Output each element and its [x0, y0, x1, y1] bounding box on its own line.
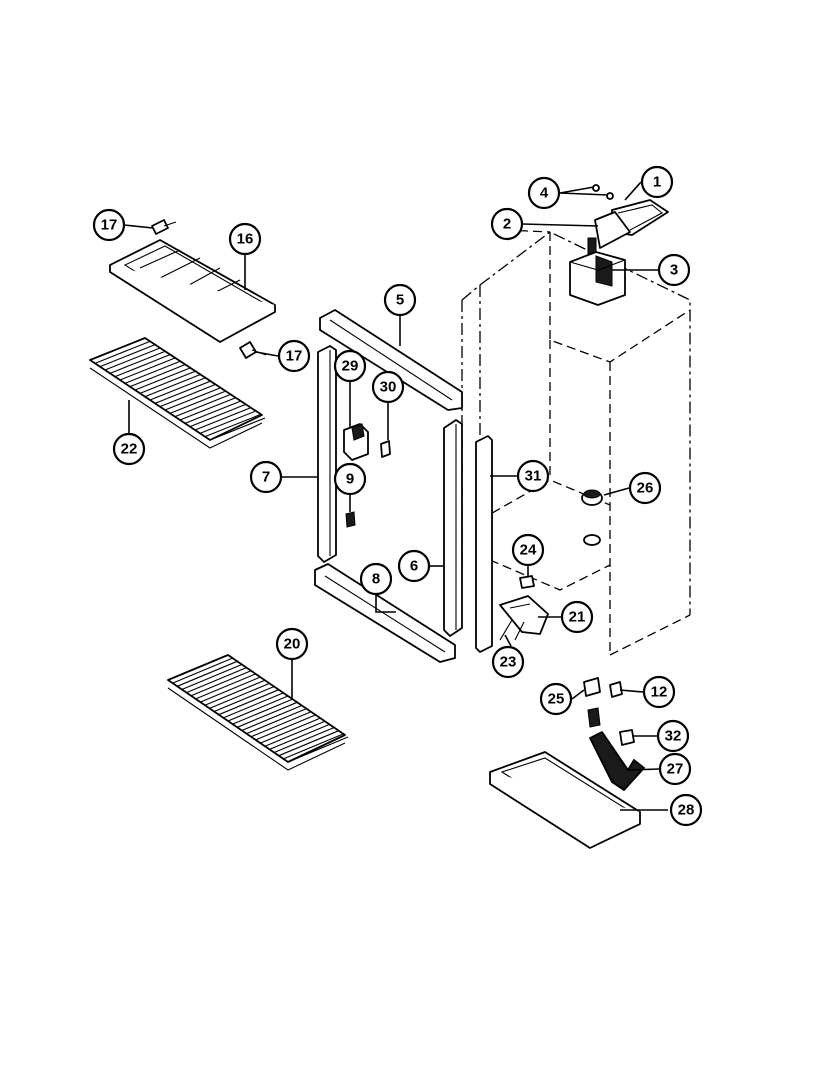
gasket-left-part: [317, 345, 337, 563]
callout-3: 3: [657, 253, 691, 287]
svg-text:5: 5: [396, 292, 404, 309]
svg-text:28: 28: [678, 802, 695, 819]
callout-28: 28: [669, 793, 703, 827]
callout-17-middle: 17: [277, 339, 311, 373]
gasket-right-part: [443, 419, 463, 637]
callout-20: 20: [275, 627, 309, 661]
svg-text:27: 27: [667, 761, 684, 778]
svg-text:30: 30: [380, 379, 397, 396]
svg-text:31: 31: [525, 468, 542, 485]
svg-text:12: 12: [651, 684, 668, 701]
callout-24: 24: [511, 533, 545, 567]
callout-12: 12: [642, 675, 676, 709]
callout-27: 27: [658, 752, 692, 786]
callout-25: 25: [539, 682, 573, 716]
callout-1: 1: [640, 165, 674, 199]
wire-shelf-lower: [167, 654, 349, 771]
svg-text:3: 3: [670, 262, 678, 279]
svg-text:1: 1: [653, 174, 661, 191]
svg-text:16: 16: [237, 231, 254, 248]
callout-31: 31: [516, 459, 550, 493]
switch-part: [343, 423, 369, 461]
strip-part: [475, 435, 493, 653]
gasket-bottom-part: [314, 563, 456, 663]
svg-text:17: 17: [101, 217, 118, 234]
svg-text:8: 8: [372, 571, 380, 588]
svg-text:6: 6: [410, 558, 418, 575]
leader-lines: [123, 181, 668, 811]
drain-parts: [583, 677, 645, 791]
bottom-hinge-part: [499, 575, 549, 641]
svg-text:7: 7: [262, 469, 270, 486]
callout-2: 2: [490, 207, 524, 241]
svg-text:22: 22: [121, 441, 138, 458]
svg-text:24: 24: [520, 542, 537, 559]
callout-6: 6: [397, 549, 431, 583]
callout-23: 23: [491, 645, 525, 679]
svg-text:25: 25: [548, 691, 565, 708]
callout-9: 9: [333, 462, 367, 496]
svg-text:9: 9: [346, 471, 354, 488]
callout-4: 4: [527, 176, 561, 210]
callout-29: 29: [333, 349, 367, 383]
svg-text:32: 32: [665, 728, 682, 745]
callout-16: 16: [228, 222, 262, 256]
svg-text:20: 20: [284, 636, 301, 653]
callout-26: 26: [628, 471, 662, 505]
svg-text:2: 2: [503, 216, 511, 233]
svg-text:29: 29: [342, 358, 359, 375]
top-hinge-assembly: [569, 184, 669, 306]
svg-text:23: 23: [500, 654, 517, 671]
freezer-shelf-part: [109, 239, 276, 343]
screw-part-top: [151, 219, 177, 235]
wire-shelf-upper: [89, 337, 266, 449]
svg-text:17: 17: [286, 348, 303, 365]
callout-30: 30: [371, 370, 405, 404]
callout-17-top: 17: [92, 208, 126, 242]
leveler-foot-top: [581, 489, 603, 546]
callout-22: 22: [112, 432, 146, 466]
callout-5: 5: [383, 283, 417, 317]
callout-8: 8: [359, 562, 393, 596]
screw-part-middle: [239, 341, 267, 359]
clip-part: [380, 440, 391, 458]
svg-text:21: 21: [569, 609, 586, 626]
gasket-top-part: [319, 309, 463, 411]
callout-32: 32: [656, 719, 690, 753]
callout-21: 21: [560, 600, 594, 634]
callout-7: 7: [249, 460, 283, 494]
screw-part-small: [345, 511, 356, 528]
svg-text:4: 4: [540, 185, 549, 202]
svg-text:26: 26: [637, 480, 654, 497]
